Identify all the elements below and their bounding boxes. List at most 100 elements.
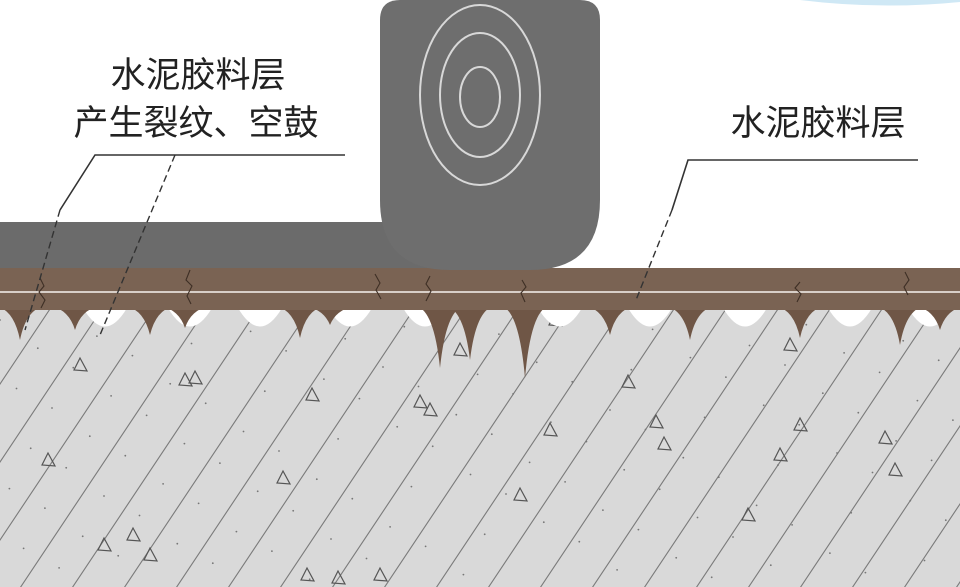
aggregate-triangle — [143, 546, 159, 562]
aggregate-dot — [365, 557, 368, 560]
hatch-line — [488, 300, 681, 587]
membrane-sheet — [0, 222, 480, 268]
hatch-line — [696, 300, 889, 587]
aggregate-dot — [462, 573, 465, 576]
aggregate-dot — [72, 366, 75, 369]
aggregate-dot — [564, 481, 566, 483]
aggregate-dot — [278, 450, 280, 452]
aggregate-dot — [616, 569, 618, 571]
crack-line — [794, 281, 802, 303]
aggregate-dot — [550, 421, 552, 423]
aggregate-dot — [829, 552, 831, 554]
aggregate-triangle — [773, 446, 789, 462]
aggregate-dot — [51, 407, 53, 409]
aggregate-dot — [117, 554, 120, 557]
aggregate-dot — [630, 368, 633, 371]
hatch-line — [228, 300, 421, 587]
aggregate-dot — [682, 456, 685, 459]
aggregate-dot — [490, 433, 493, 436]
aggregate-dot — [585, 440, 588, 443]
aggregate-triangle — [878, 429, 894, 445]
aggregate-dot — [124, 454, 127, 457]
aggregate-dot — [895, 440, 897, 442]
aggregate-dot — [755, 504, 758, 507]
drip — [916, 306, 960, 330]
aggregate-dot — [410, 485, 413, 488]
drip — [416, 306, 464, 368]
drip — [0, 306, 44, 340]
aggregate-triangle — [649, 413, 665, 429]
aggregate-dot — [204, 402, 207, 405]
aggregate-triangle — [305, 386, 321, 402]
aggregate-dot — [542, 521, 545, 524]
aggregate-dot — [382, 366, 384, 368]
aggregate-dot — [791, 524, 793, 526]
aggregate-dot — [864, 571, 867, 574]
aggregate-dot — [528, 461, 531, 464]
aggregate-dot — [777, 464, 779, 466]
void — [723, 308, 767, 327]
leader-lines — [24, 154, 918, 336]
aggregate-triangle — [741, 506, 757, 522]
aggregate-dot — [424, 545, 427, 548]
mortar-layer — [0, 268, 960, 310]
hatch-line — [540, 300, 733, 587]
aggregate-dot — [930, 459, 933, 462]
aggregate-dot — [36, 347, 39, 350]
aggregate-dot — [285, 350, 287, 352]
aggregate-dot — [315, 478, 318, 481]
hatch-line — [592, 300, 785, 587]
crack-line — [38, 277, 46, 309]
aggregate-dot — [689, 356, 692, 359]
crack-line — [425, 275, 432, 302]
aggregate-dot — [710, 576, 713, 579]
aggregate-dot — [15, 387, 18, 390]
aggregate-dot — [65, 466, 68, 469]
aggregate-dot — [909, 499, 912, 502]
aggregate-triangle — [888, 461, 904, 477]
aggregate-dot — [944, 519, 947, 522]
hatch-line — [0, 300, 109, 463]
aggregate-dot — [696, 516, 699, 519]
void — [238, 308, 282, 327]
void — [83, 308, 127, 327]
aggregate-triangle — [413, 393, 429, 409]
aggregate-dot — [578, 540, 581, 543]
hatch-line — [852, 425, 960, 587]
aggregate-dot — [162, 483, 165, 485]
aggregate-dot — [937, 359, 940, 362]
aggregate-triangle — [331, 569, 347, 585]
aggregate-triangle — [543, 421, 559, 437]
substrate-aggregates — [0, 311, 954, 585]
aggregate-dot — [183, 442, 186, 445]
aggregate-dot — [762, 404, 765, 407]
aggregate-dot — [748, 344, 751, 347]
aggregate-dot — [658, 488, 661, 491]
crack-line — [903, 271, 910, 296]
hatch-line — [0, 300, 161, 541]
void — [538, 308, 582, 327]
aggregate-dot — [703, 416, 706, 419]
drip — [446, 306, 494, 360]
aggregate-dot — [344, 337, 347, 340]
membrane-roll — [380, 0, 600, 270]
aggregate-dot — [22, 547, 25, 550]
label-cracks-hollowing: 产生裂纹、空鼓 — [73, 104, 318, 144]
aggregate-dot — [337, 438, 339, 440]
aggregate-dot — [902, 339, 905, 342]
aggregate-dot — [96, 335, 98, 337]
aggregate-dot — [916, 399, 919, 402]
aggregate-dot — [58, 567, 60, 569]
aggregate-dot — [81, 535, 84, 538]
aggregate-dot — [535, 361, 538, 364]
aggregate-dot — [330, 538, 332, 540]
corner-accent — [800, 0, 960, 6]
aggregate-dot — [145, 414, 148, 417]
aggregate-dot — [644, 428, 647, 431]
hatch-line — [644, 300, 837, 587]
aggregate-triangle — [73, 356, 89, 372]
drip — [126, 306, 174, 335]
aggregate-dot — [878, 371, 881, 374]
aggregate-dot — [805, 323, 808, 326]
